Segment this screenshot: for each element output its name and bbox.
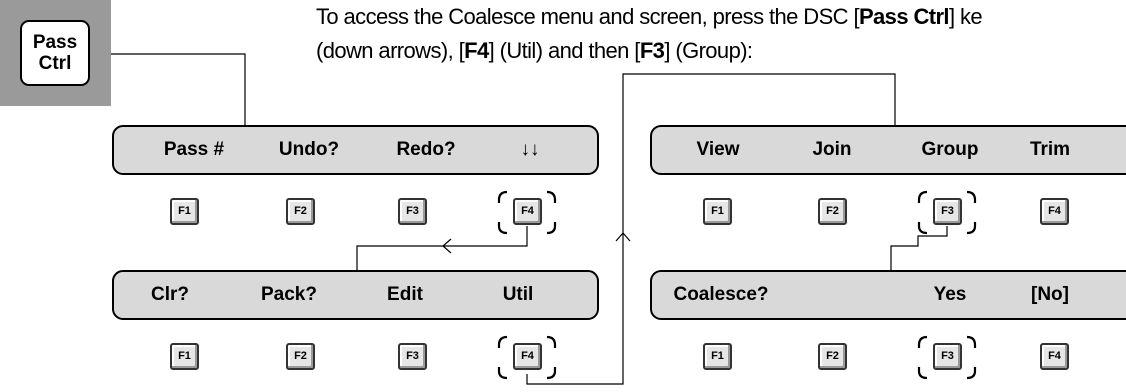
instruction-text: To access the Coalesce menu and screen, … — [316, 0, 1126, 68]
menu-label-group: Group — [921, 139, 979, 160]
menu-bar-pass: Pass # Undo? Redo? ↓↓ — [112, 125, 599, 175]
menu-label-down-arrows: ↓↓ — [520, 139, 540, 160]
menu-bar-view: View Join Group Trim — [650, 125, 1126, 175]
instruction-text-segment: ] ke — [948, 4, 983, 29]
f3-key: F3 — [398, 343, 427, 370]
menu-bar-util: Clr? Pack? Edit Util — [112, 270, 599, 320]
f4-key: F4 — [1040, 198, 1069, 225]
instruction-key-f3: F3 — [639, 38, 665, 63]
f1-key: F1 — [170, 198, 199, 225]
menu-label-edit: Edit — [387, 284, 423, 305]
f3-key: F3 — [933, 343, 962, 370]
f1-key: F1 — [703, 198, 732, 225]
menu-label-pass-number: Pass # — [163, 139, 225, 160]
menu-label-undo: Undo? — [278, 139, 340, 160]
connector-util-f4-to-view-menu — [526, 73, 896, 385]
connector-pass-ctrl-to-pass-menu — [111, 53, 246, 125]
left-arrow-chevron — [442, 238, 452, 254]
f3-key: F3 — [933, 198, 962, 225]
pass-ctrl-key: Pass Ctrl — [20, 20, 90, 86]
menu-label-trim: Trim — [1029, 139, 1071, 160]
f4-key: F4 — [513, 198, 542, 225]
menu-label-clr: Clr? — [151, 284, 189, 305]
f2-key: F2 — [286, 198, 315, 225]
f3-key: F3 — [398, 198, 427, 225]
instruction-text-segment: ] (Group): — [664, 38, 753, 63]
menu-label-util: Util — [502, 284, 534, 305]
menu-label-view: View — [696, 139, 740, 160]
f4-key: F4 — [1040, 343, 1069, 370]
instruction-text-segment: (down arrows), [ — [316, 38, 465, 63]
instruction-key-pass-ctrl: Pass Ctrl — [858, 4, 950, 29]
f1-key: F1 — [703, 343, 732, 370]
menu-bar-coalesce: Coalesce? Yes [No] — [650, 270, 1126, 320]
f2-key: F2 — [286, 343, 315, 370]
f1-key: F1 — [170, 343, 199, 370]
menu-label-yes: Yes — [933, 284, 967, 305]
pass-ctrl-key-line2: Ctrl — [38, 53, 72, 74]
instruction-key-f4: F4 — [464, 38, 489, 63]
f2-key: F2 — [818, 198, 847, 225]
menu-label-coalesce: Coalesce? — [673, 284, 769, 305]
connector-group-f3-to-coalesce-menu — [890, 226, 948, 270]
instruction-text-segment: To access the Coalesce menu and screen, … — [316, 4, 860, 29]
pass-ctrl-key-line1: Pass — [32, 32, 78, 53]
instruction-line-1: To access the Coalesce menu and screen, … — [316, 0, 1126, 34]
f2-key: F2 — [818, 343, 847, 370]
f4-key: F4 — [513, 343, 542, 370]
menu-label-no: [No] — [1031, 284, 1069, 305]
menu-label-pack: Pack? — [261, 284, 317, 305]
menu-label-join: Join — [812, 139, 852, 160]
instruction-text-segment: ] (Util) and then [ — [488, 38, 641, 63]
up-arrow-chevron — [615, 232, 631, 242]
connector-f4-to-util-menu — [356, 226, 528, 270]
instruction-line-2: (down arrows), [F4] (Util) and then [F3]… — [316, 34, 1126, 68]
menu-label-redo: Redo? — [396, 139, 456, 160]
